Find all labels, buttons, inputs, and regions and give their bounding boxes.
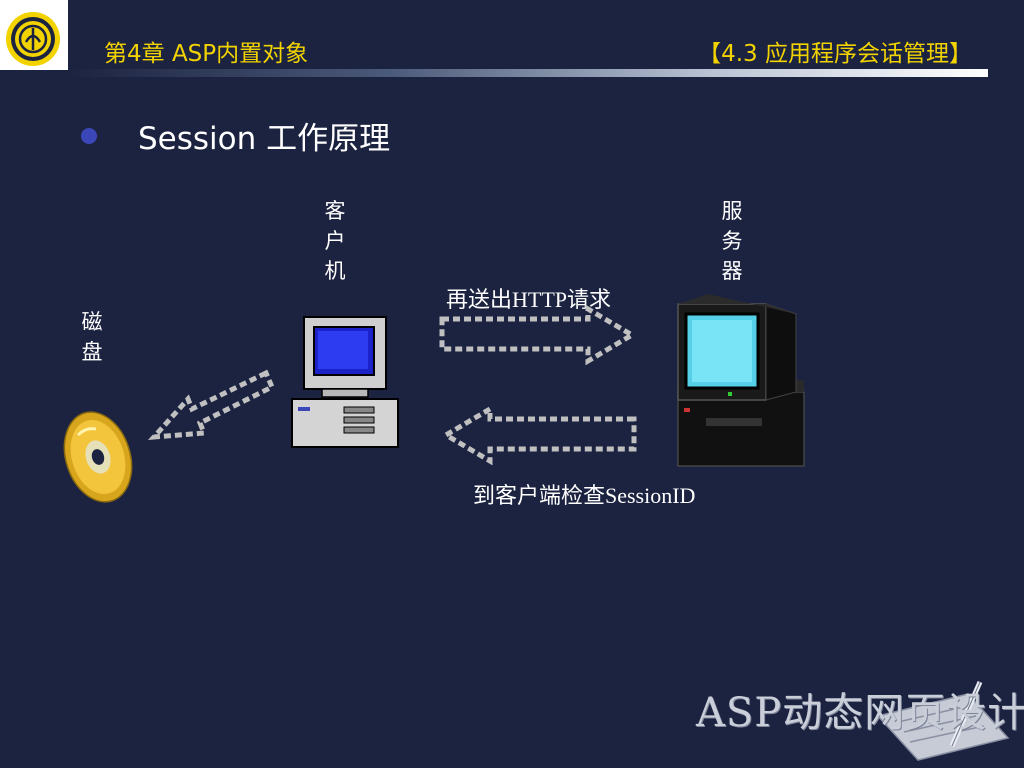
section-title: 【4.3 应用程序会话管理】 — [698, 41, 972, 67]
client-label-char: 客 — [324, 199, 346, 223]
disk-arrow-icon — [147, 369, 276, 440]
disk-label: 磁 盘 — [79, 307, 105, 367]
client-label-char: 户 — [324, 229, 346, 253]
header-panel — [68, 0, 1024, 70]
pen-sketch-icon — [876, 680, 1010, 761]
server-label-char: 服 — [721, 199, 743, 223]
logo-icon — [6, 12, 60, 66]
slide-title: Session 工作原理 — [138, 121, 391, 157]
request-label: 再送出HTTP请求 — [446, 287, 612, 312]
server-label-char: 务 — [721, 229, 743, 253]
server-label: 服 务 器 — [719, 196, 745, 286]
disk-label-char: 磁 — [81, 310, 103, 334]
header-divider — [68, 69, 988, 77]
bullet-icon — [81, 128, 97, 144]
check-arrow-icon — [441, 404, 637, 466]
client-label-char: 机 — [324, 259, 346, 283]
client-label: 客 户 机 — [322, 196, 348, 286]
disk-label-char: 盘 — [81, 340, 103, 364]
chapter-title: 第4章 ASP内置对象 — [104, 41, 309, 67]
request-arrow-icon — [439, 304, 637, 366]
client-computer-icon — [291, 316, 399, 448]
server-computer-icon — [677, 294, 805, 467]
check-sessionid-label: 到客户端检查SessionID — [473, 483, 696, 508]
watermark-text: ASP动态网页设计 — [696, 690, 1024, 736]
server-label-char: 器 — [721, 259, 743, 283]
disk-icon — [63, 411, 133, 503]
